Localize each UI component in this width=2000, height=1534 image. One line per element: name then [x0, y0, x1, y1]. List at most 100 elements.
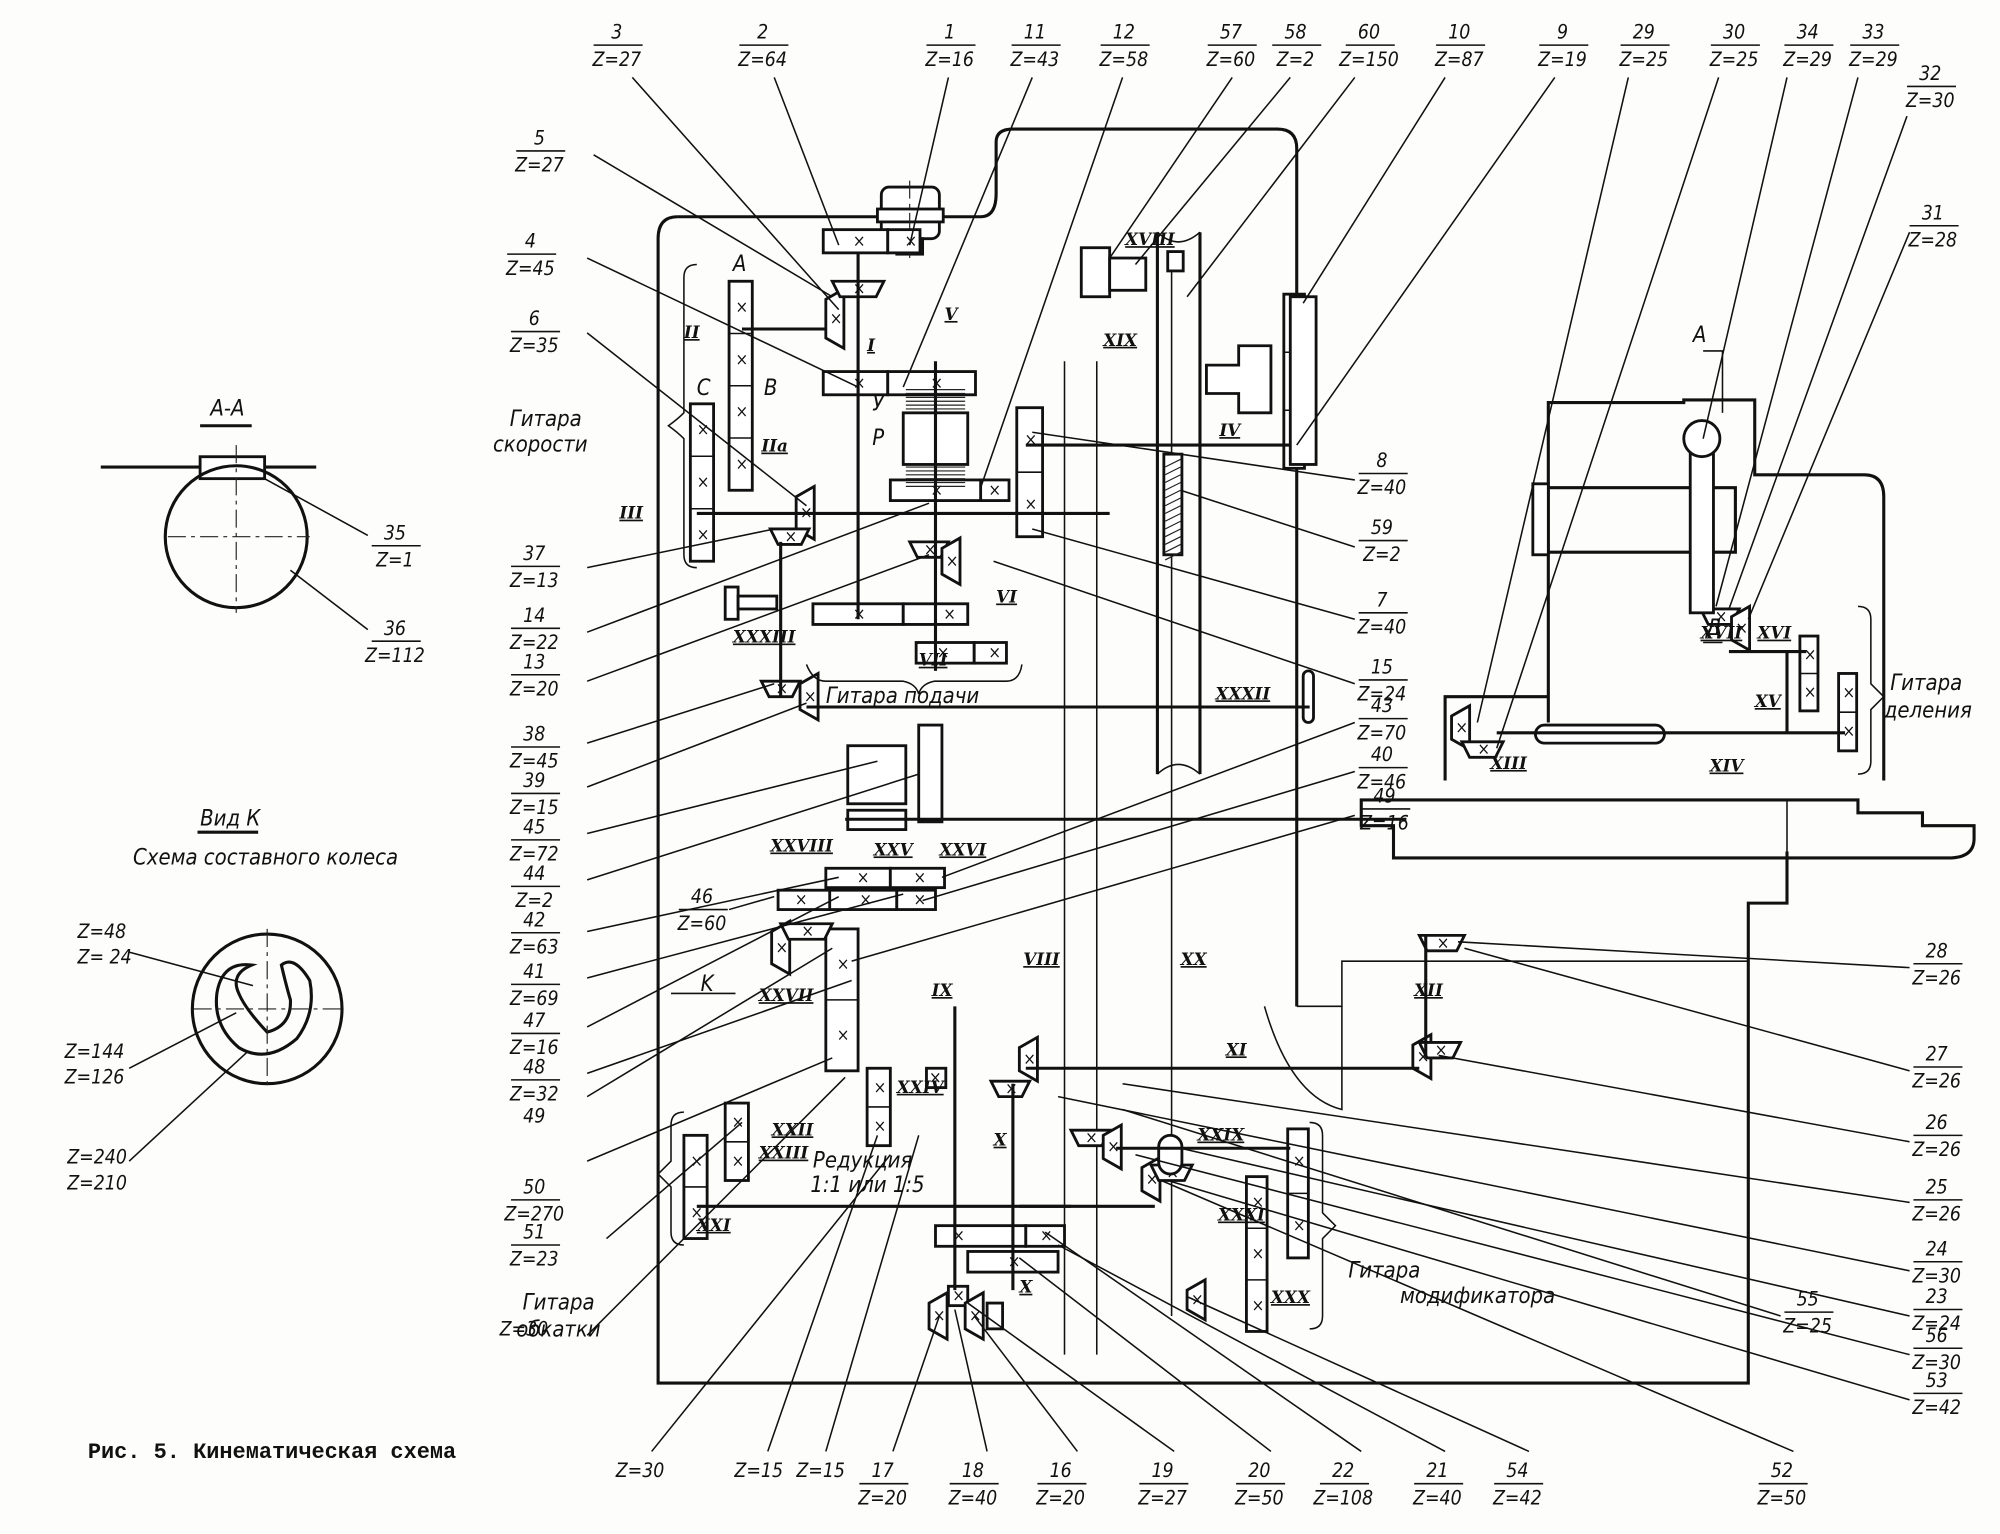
callout-right-53-number: 53: [1926, 1369, 1948, 1392]
bevel-gear-11: [988, 1079, 1032, 1099]
callout-left-4: 14Z=22: [509, 502, 930, 654]
callout-top-9-teeth: Z=19: [1537, 48, 1587, 71]
figure-caption: Рис. 5. Кинематическая схема: [88, 1440, 456, 1465]
callout-left-16-number: 51: [523, 1221, 545, 1244]
gear-mark: ×: [776, 937, 789, 957]
callout-bottom-11-number: 52: [1771, 1459, 1793, 1482]
callout-labels: 3Z=272Z=641Z=1611Z=4312Z=5857Z=6058Z=260…: [64, 21, 1963, 1509]
callout-right-27: 27Z=26: [1464, 947, 1963, 1093]
callout-right-53: 53Z=42: [1167, 1179, 1963, 1419]
view-k-teeth-b: Z=126: [64, 1066, 125, 1089]
callout-left-12-teeth: Z=16: [509, 1036, 559, 1059]
callout-inner-59-teeth: Z=2: [1362, 543, 1401, 566]
gear-mark: ×: [736, 349, 749, 369]
callout-left-9-teeth: Z=2: [514, 889, 553, 912]
speed-guitar-label-2: скорости: [493, 433, 588, 458]
gear-23: [925, 1066, 948, 1090]
gear-mark: ×: [929, 1067, 942, 1087]
callout-top-29: 29Z=25: [1476, 21, 1670, 723]
callout-top-29-number: 29: [1633, 21, 1655, 44]
gear-set: ××××××××××××××××××××××××××××××××××××××××…: [682, 228, 1859, 1342]
callout-left-4-teeth: Z=22: [509, 631, 559, 654]
clutch-xxix: [1157, 1133, 1184, 1176]
callout-inner-32: 32Z=30: [1728, 62, 1957, 610]
letter-b: B: [764, 376, 778, 401]
callout-right-24-number: 24: [1926, 1237, 1948, 1260]
callout-top-10-number: 10: [1448, 21, 1470, 44]
gear-mark: ×: [785, 526, 798, 546]
callout-left-11: 41Z=69: [509, 893, 904, 1010]
callout-top-10: 10Z=87: [1302, 21, 1486, 304]
callout-bottom-9-number: 21: [1426, 1459, 1448, 1482]
shaft-label-XIV: XIV: [1709, 756, 1746, 776]
callout-bottom-5-teeth: Z=20: [1035, 1486, 1085, 1509]
callout-right-26: 26Z=26: [1438, 1054, 1963, 1161]
callout-left-10: 42Z=63: [509, 876, 839, 958]
section-aa-title: А-А: [208, 396, 244, 421]
callout-left-5-number: 13: [523, 650, 545, 673]
shaft-label-XXI: XXI: [696, 1215, 732, 1235]
callout-bottom-11-teeth: Z=50: [1757, 1486, 1807, 1509]
worm-head: [1682, 419, 1722, 459]
callout-inner-32-teeth: Z=30: [1905, 89, 1955, 112]
callout-bottom-9-teeth: Z=40: [1412, 1486, 1462, 1509]
shaft-label-XVI: XVI: [1756, 623, 1792, 643]
gear-mark: ×: [874, 1077, 887, 1097]
callout-top-30: 30Z=25: [1495, 21, 1760, 749]
shaft-label-XI: XI: [1225, 1039, 1248, 1059]
callout-top-9: 9Z=19: [1296, 21, 1589, 446]
callout-right-23: 23Z=24: [1180, 1147, 1963, 1335]
callout-right-23-number: 23: [1926, 1285, 1948, 1308]
callout-top-3-teeth: Z=27: [591, 48, 641, 71]
callout-inner-7-number: 7: [1376, 588, 1387, 611]
gear-mark: ×: [1477, 739, 1490, 759]
callout-bottom-6: 19Z=27: [967, 1302, 1189, 1509]
gear-mark: ×: [1715, 606, 1728, 626]
callout-inner-46-teeth: Z=60: [677, 912, 727, 935]
shafts: [696, 251, 1846, 1291]
callout-inner-40-teeth: Z=46: [1357, 770, 1407, 793]
callout-left-6-teeth: Z=45: [509, 750, 559, 773]
shaft-label-X: X: [1018, 1277, 1033, 1297]
gear-mark: ×: [1435, 1039, 1448, 1059]
callout-left-2-number: 6: [529, 307, 540, 330]
group-braces: [657, 263, 1885, 1330]
shaft-label-III: III: [618, 503, 644, 523]
view-k-teeth-b: Z= 24: [77, 946, 132, 969]
callout-left-9: 44Z=2: [511, 773, 919, 912]
bevel-gear-16: [1185, 1277, 1207, 1323]
bevel-gear-5: [940, 535, 962, 587]
callout-top-33: 33Z=29: [1715, 21, 1900, 607]
callout-top-60-number: 60: [1358, 21, 1380, 44]
callout-top-11: 11Z=43: [902, 21, 1061, 388]
gear-5: [688, 402, 716, 563]
callout-right-25-number: 25: [1926, 1175, 1948, 1198]
callout-left-8-teeth: Z=72: [509, 843, 559, 866]
shaft-label-XXX: XXX: [1270, 1287, 1311, 1307]
callout-aa-36: 36Z=112: [364, 617, 425, 667]
gear-3: [886, 370, 977, 397]
shaft-label-XXIV: XXIV: [896, 1077, 946, 1097]
callout-top-2-teeth: Z=64: [737, 48, 787, 71]
callout-inner-7-teeth: Z=40: [1357, 615, 1407, 638]
callout-bottom-9: 21Z=40: [1057, 1244, 1464, 1509]
callout-top-33-teeth: Z=29: [1848, 48, 1898, 71]
gear-mark: ×: [859, 889, 872, 909]
gear-mark: ×: [837, 1025, 850, 1045]
callout-left-1-number: 4: [525, 230, 536, 253]
callout-left-14: 49: [523, 947, 833, 1127]
callout-left-16-teeth: Z=23: [509, 1248, 559, 1271]
callout-left-10-teeth: Z=63: [509, 935, 559, 958]
callout-top-34-teeth: Z=29: [1782, 48, 1832, 71]
gear-25: [1024, 1224, 1066, 1248]
shaft-label-VIII: VIII: [1023, 949, 1061, 969]
gear-mark: ×: [1804, 644, 1817, 664]
callout-bottom-10-number: 54: [1506, 1459, 1528, 1482]
gear-mark: ×: [736, 401, 749, 421]
callout-left-8-number: 45: [523, 815, 545, 838]
callout-bottom-1: Z=15: [733, 1135, 879, 1482]
callout-top-9-number: 9: [1557, 21, 1568, 44]
callout-inner-8: 8Z=40: [1032, 431, 1408, 499]
